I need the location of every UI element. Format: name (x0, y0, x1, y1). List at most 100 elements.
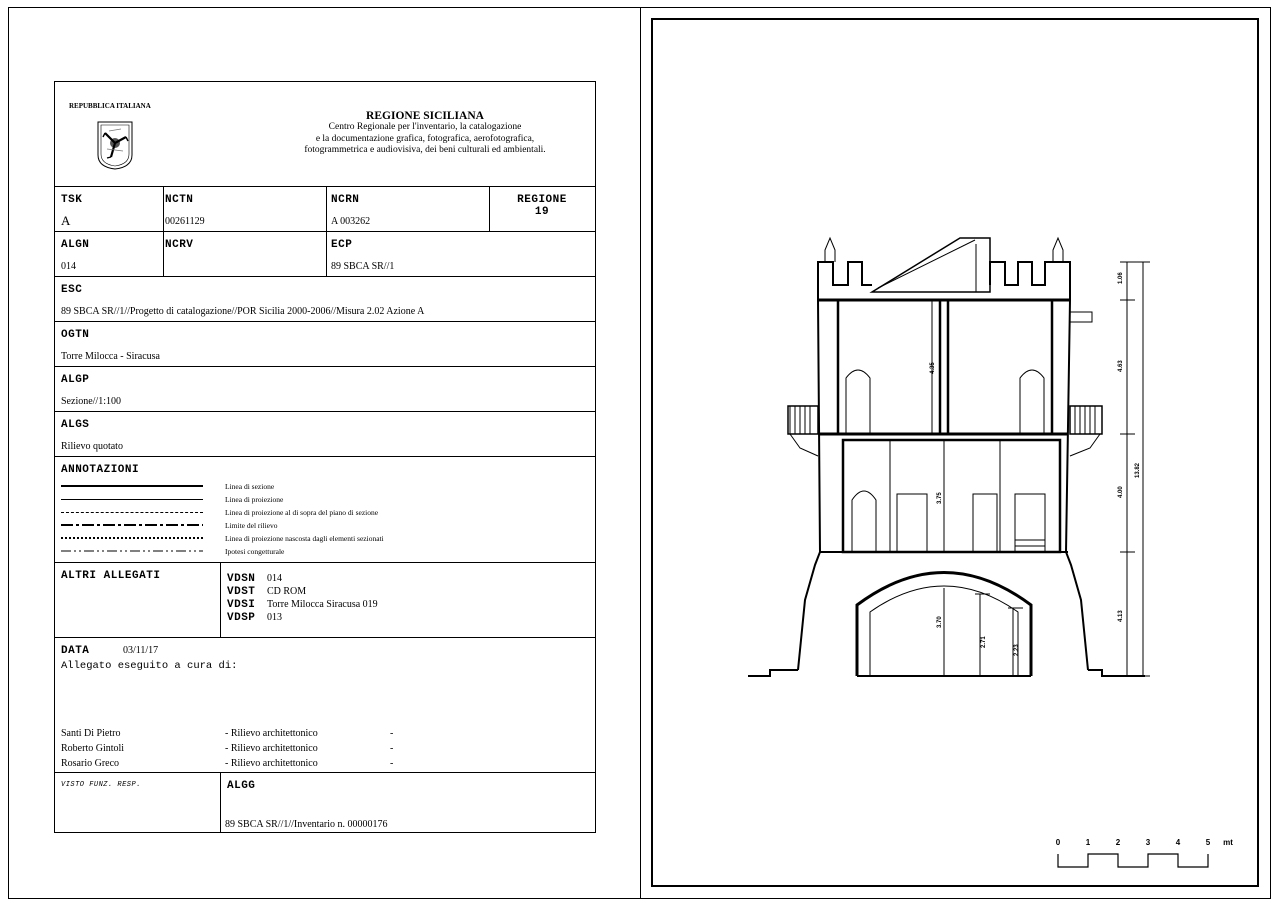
person-name: Rosario Greco (61, 758, 120, 769)
allegati-list: VDSN 014 VDST CD ROM VDSI Torre Milocca Sir… (227, 568, 378, 624)
regione-label: REGIONE (517, 194, 567, 206)
vdst-value: CD ROM (267, 586, 307, 597)
divider-line (163, 186, 164, 276)
vdsn-key: VDSN (227, 573, 256, 585)
scale-unit: mt (1223, 838, 1233, 847)
scale-tick-label: 5 (1205, 838, 1211, 847)
vdsp-key: VDSP (227, 612, 256, 624)
algp-label: ALGP (61, 374, 90, 386)
divider-line (55, 321, 595, 322)
dim-label: 4.35 (930, 362, 936, 374)
sheet-divider (640, 7, 641, 899)
scale-bar: 0 1 2 3 4 5 mt (1052, 838, 1242, 873)
drawing-frame (651, 18, 1259, 887)
regione-value: 19 (534, 206, 550, 218)
person-name: Santi Di Pietro (61, 728, 121, 739)
scale-tick-label: 0 (1055, 838, 1061, 847)
divider-line (55, 562, 595, 563)
divider-line (220, 562, 221, 637)
dim-label: 3.70 (937, 616, 943, 628)
person-name: Roberto Gintoli (61, 743, 125, 754)
person-role: - Rilievo architettonico (225, 758, 318, 769)
algp-value: Sezione//1:100 (61, 396, 121, 407)
algn-label: ALGN (61, 239, 90, 251)
vdsn-value: 014 (267, 573, 282, 584)
legend-text: Linea di sezione (225, 481, 275, 491)
person-role: - Rilievo architettonico (225, 743, 318, 754)
ogtn-label: OGTN (61, 329, 90, 341)
vdsi-value: Torre Milocca Siracusa 019 (267, 599, 378, 610)
person-dash: - (390, 743, 394, 754)
algs-value: Rilievo quotato (61, 441, 123, 452)
data-date: 03/11/17 (123, 645, 159, 656)
centre-line-3: fotogrammetrica e audiovisiva, dei beni … (304, 145, 546, 155)
nctn-value: 00261129 (165, 216, 205, 227)
scale-tick-label: 1 (1085, 838, 1091, 847)
vdst-key: VDST (227, 586, 256, 598)
person-dash: - (390, 758, 394, 769)
divider-line (55, 366, 595, 367)
republic-label: REPUBBLICA ITALIANA (69, 102, 151, 110)
tower-outline (748, 236, 1145, 677)
tsk-value: A (61, 213, 71, 228)
ncrv-label: NCRV (165, 239, 194, 251)
divider-line (55, 231, 595, 232)
centre-line-1: Centro Regionale per l'inventario, la ca… (328, 122, 522, 132)
divider-line (55, 186, 595, 187)
divider-line (55, 411, 595, 412)
visto-label: VISTO FUNZ. RESP. (61, 781, 141, 789)
dim-label: 4.00 (1118, 486, 1124, 498)
divider-line (220, 772, 221, 832)
region-title: REGIONE SICILIANA (366, 110, 484, 122)
dimension-labels: 1.06 4.63 4.00 4.13 13.82 4.35 3.75 3.70… (930, 272, 1141, 656)
dimension-lines (939, 261, 1150, 677)
ncrn-label: NCRN (331, 194, 360, 206)
dash-dot-dot-line-icon (61, 550, 203, 552)
header-title: REGIONE SICILIANA Centro Regionale per l… (275, 110, 575, 157)
dim-total-label: 13.82 (1135, 462, 1141, 478)
legend-row: Limite del rilievo (61, 518, 278, 532)
scale-bar-icon (1057, 853, 1209, 868)
legend-row: Linea di proiezione (61, 492, 283, 506)
legend-row: Linea di sezione (61, 479, 274, 493)
legend-text: Linea di proiezione al di sopra del pian… (225, 507, 379, 517)
ogtn-value: Torre Milocca - Siracusa (61, 351, 160, 362)
allegato-by: Allegato eseguito a cura di: (61, 660, 238, 672)
divider-line (489, 186, 490, 231)
legend-row: Ipotesi congetturale (61, 544, 284, 558)
data-label: DATA (61, 645, 90, 657)
esc-value: 89 SBCA SR//1//Progetto di catalogazione… (61, 306, 425, 317)
legend-text: Linea di proiezione nascosta dagli eleme… (225, 533, 384, 543)
scale-tick-label: 4 (1175, 838, 1181, 847)
ecp-value: 89 SBCA SR//1 (331, 261, 395, 272)
nctn-label: NCTN (165, 194, 194, 206)
legend-text: Linea di proiezione (225, 494, 284, 504)
esc-label: ESC (61, 284, 83, 296)
dim-label: 2.23 (1014, 644, 1020, 656)
person-role: - Rilievo architettonico (225, 728, 318, 739)
dim-label: 4.63 (1118, 360, 1124, 372)
divider-line (55, 276, 595, 277)
dim-label: 1.06 (1118, 272, 1124, 284)
dash-dot-line-icon (61, 524, 203, 526)
legend-text: Ipotesi congetturale (225, 546, 285, 556)
legend-text: Limite del rilievo (225, 520, 278, 530)
algs-label: ALGS (61, 419, 90, 431)
ecp-label: ECP (331, 239, 353, 251)
vdsi-key: VDSI (227, 599, 256, 611)
divider-line (326, 186, 327, 276)
divider-line (55, 456, 595, 457)
legend-row: Linea di proiezione al di sopra del pian… (61, 505, 378, 519)
algg-label: ALGG (227, 780, 256, 792)
centre-line-2: e la documentazione grafica, fotografica… (315, 133, 535, 144)
algg-value: 89 SBCA SR//1//Inventario n. 00000176 (225, 819, 388, 830)
dim-label: 3.75 (937, 492, 943, 504)
person-dash: - (390, 728, 394, 739)
trinacria-emblem-icon (97, 121, 133, 170)
annotazioni-label: ANNOTAZIONI (61, 464, 140, 476)
tsk-label: TSK (61, 194, 83, 206)
dim-label: 4.13 (1118, 610, 1124, 622)
divider-line (55, 772, 595, 773)
algn-value: 014 (61, 261, 76, 272)
